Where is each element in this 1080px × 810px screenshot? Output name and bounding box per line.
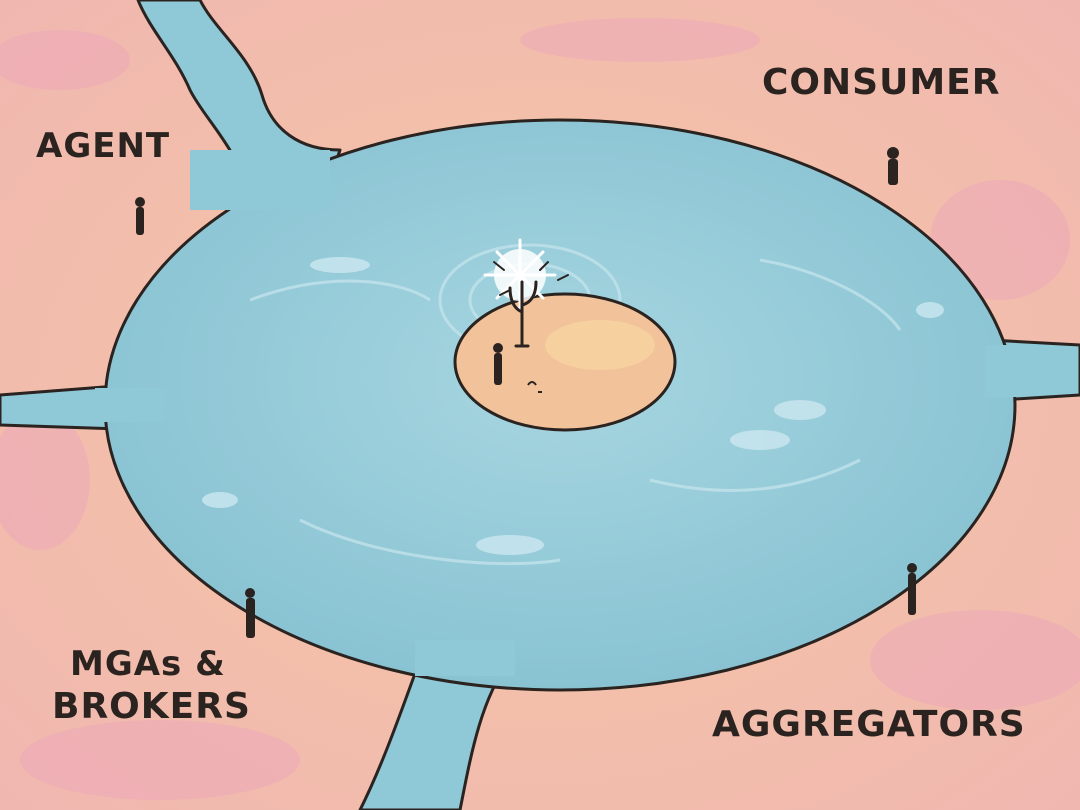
water-glints	[202, 257, 944, 555]
island-highlight	[545, 320, 655, 370]
person-icon	[135, 197, 145, 235]
channel-south	[358, 658, 512, 810]
person-icon	[887, 147, 899, 185]
land-pink-streaks	[0, 18, 1080, 800]
person-icon	[245, 588, 255, 638]
person-icon	[907, 563, 917, 615]
sparkle-icon	[483, 238, 569, 312]
region-label-brokers: BROKERS	[52, 686, 251, 727]
tree-icon	[508, 280, 538, 348]
person-icon	[493, 343, 503, 385]
island-marks	[527, 381, 542, 393]
region-label-consumer: CONSUMER	[762, 62, 1001, 103]
region-label-agent: AGENT	[36, 126, 171, 166]
region-label-mgas: MGAs &	[70, 644, 226, 684]
region-label-aggregators: AGGREGATORS	[712, 704, 1026, 745]
